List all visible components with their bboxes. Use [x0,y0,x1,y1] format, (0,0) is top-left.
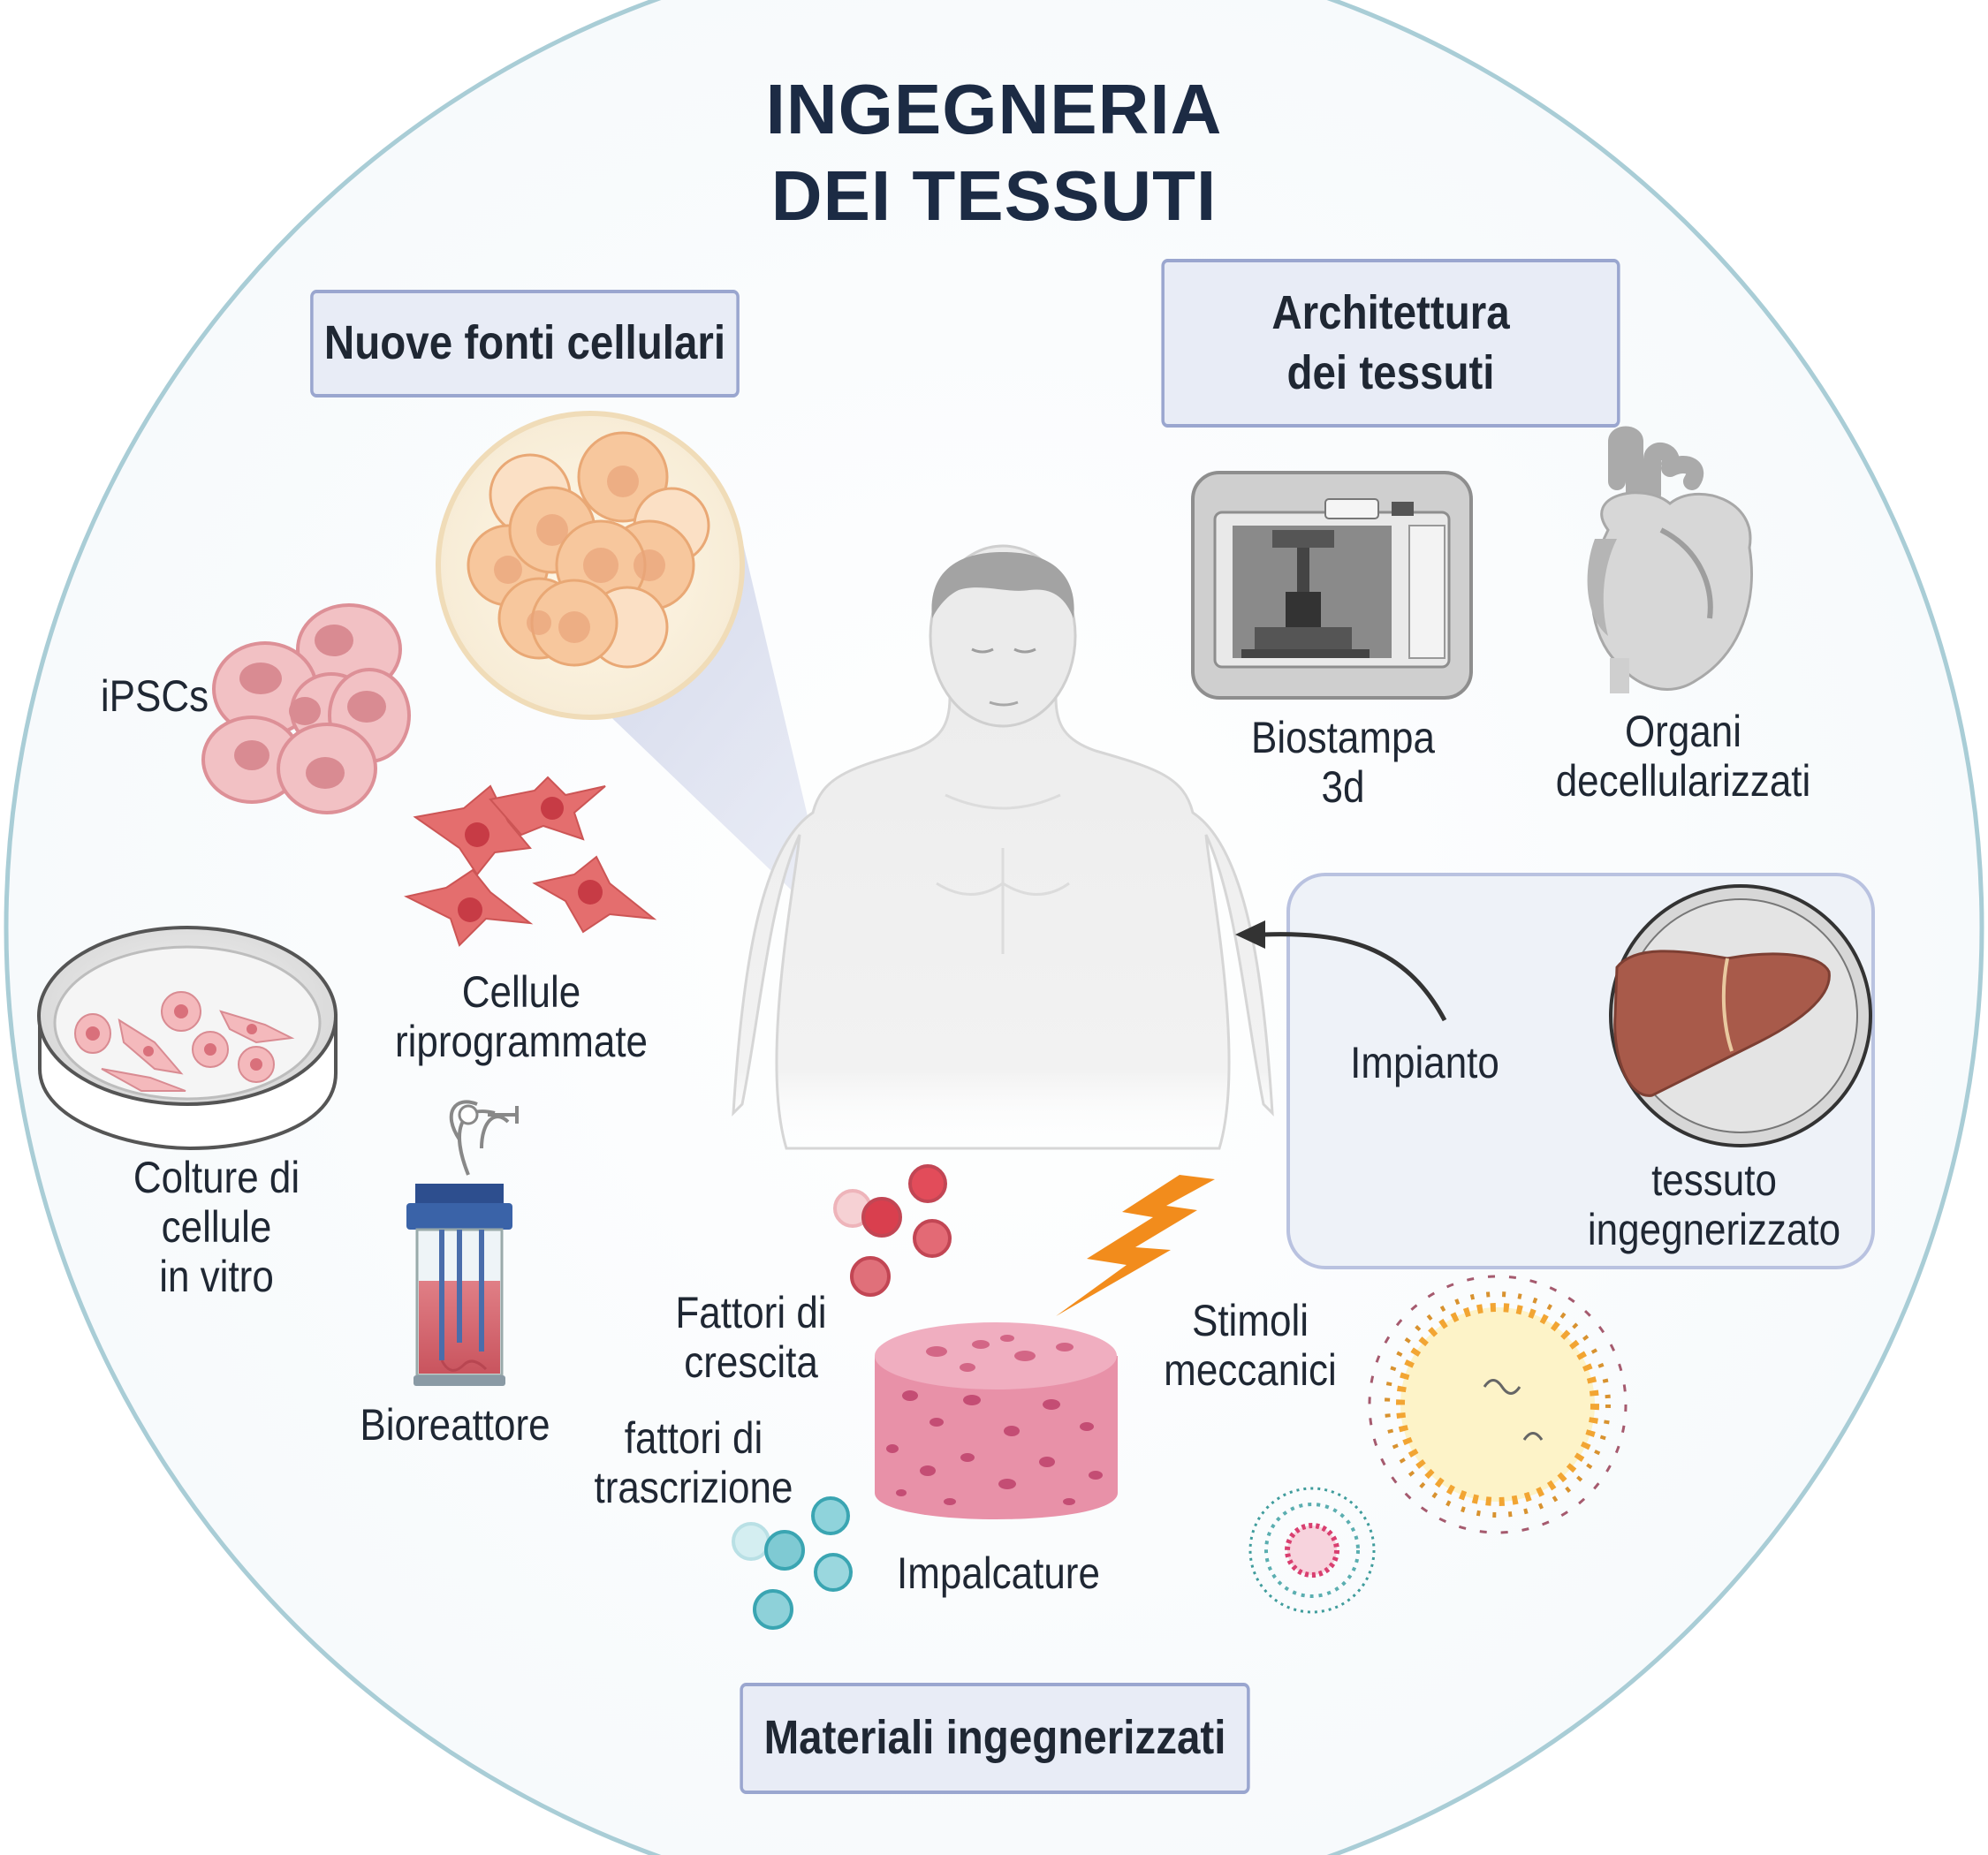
label-decellularized-organs: Organi decellularizzati [1555,707,1811,806]
ipscs-cells-icon [201,603,411,814]
label-3d-bioprint: Biostampa 3d [1251,713,1435,812]
box-cell-sources: Nuove fonti cellulari [310,290,740,398]
box-tissue-architecture: Architettura dei tessuti [1161,259,1620,428]
growth-factor-spheres-icon [833,1164,952,1297]
implant-arrow-icon [1235,920,1447,1022]
box-engineered-materials: Materiali ingegnerizzati [740,1683,1250,1794]
label-in-vitro-cultures: Colture di cellule in vitro [133,1153,300,1301]
page-title: INGEGNERIA DEI TESSUTI [765,70,1223,235]
label-growth-factors: Fattori di crescita [675,1288,827,1387]
label-reprogrammed-cells: Cellule riprogrammate [394,967,649,1066]
liposome-nanoparticle-icon [1368,1275,1628,1534]
liver-dish-icon [1609,884,1872,1147]
label-scaffolds: Impalcature [897,1548,1100,1598]
label-transcription-factors: fattori di trascrizione [594,1413,793,1512]
label-ipscs: iPSCs [100,671,209,721]
label-engineered-tissue: tessuto ingegnerizzato [1587,1155,1841,1254]
3d-printer-icon [1191,471,1473,700]
reprogrammed-cells-icon [404,776,657,947]
bioreactor-icon [406,1100,519,1386]
human-figure-icon [732,544,1274,1150]
label-mechanical-stimuli: Stimoli meccanici [1164,1296,1337,1395]
embryo-zoom-icon [436,411,745,720]
label-bioreactor: Bioreattore [360,1400,550,1450]
petri-dish-icon [37,926,338,1151]
scaffold-icon [875,1322,1118,1519]
label-implant: Impianto [1350,1038,1499,1087]
transcription-factor-spheres-icon [732,1496,853,1630]
micelle-nanoparticle-icon [1248,1487,1376,1614]
lightning-bolt-icon [1056,1175,1215,1316]
heart-organ-icon [1587,426,1753,693]
